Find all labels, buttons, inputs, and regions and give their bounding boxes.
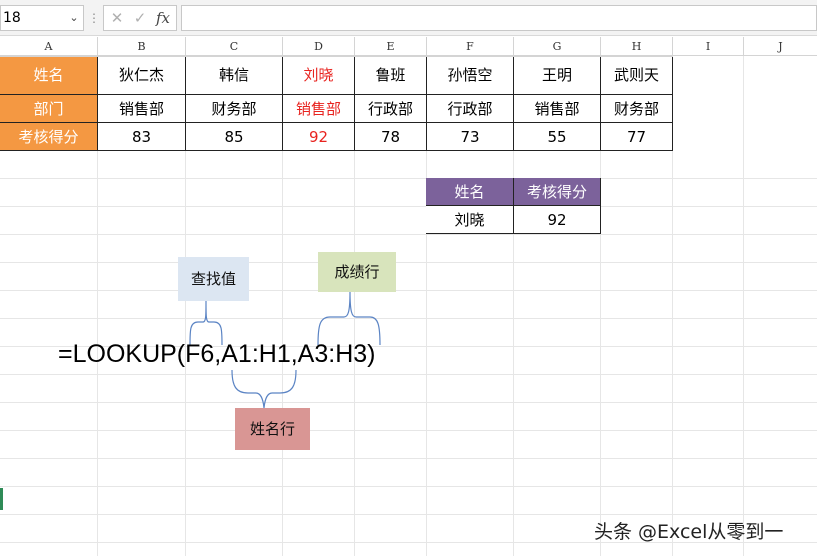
- result-value-cell[interactable]: 92: [514, 206, 601, 234]
- lookup-formula-text: =LOOKUP(F6,A1:H1,A3:H3): [58, 340, 376, 368]
- table-top-border: [0, 56, 673, 57]
- row-label-cell[interactable]: 部门: [0, 95, 98, 123]
- name-row-callout: 姓名行: [235, 408, 310, 450]
- result-value-cell[interactable]: 刘晓: [426, 206, 514, 234]
- insert-function-icon[interactable]: fx: [155, 9, 170, 27]
- column-header-j[interactable]: J: [778, 40, 783, 53]
- column-header-d[interactable]: D: [283, 37, 355, 56]
- table-cell[interactable]: 78: [355, 123, 427, 151]
- column-header-c[interactable]: C: [186, 37, 283, 56]
- result-header-cell[interactable]: 姓名: [426, 178, 514, 206]
- result-row-callout: 成绩行: [318, 252, 396, 292]
- table-cell[interactable]: 行政部: [355, 95, 427, 123]
- name-row-brace: [231, 369, 297, 409]
- more-options-icon[interactable]: ⋮: [88, 11, 100, 25]
- selection-indicator: [0, 488, 3, 510]
- lookup-value-brace: [189, 300, 223, 346]
- table-cell[interactable]: 武则天: [601, 56, 673, 95]
- row-label-cell[interactable]: 姓名: [0, 56, 98, 95]
- watermark: 头条 @Excel从零到一: [594, 521, 784, 543]
- table-cell[interactable]: 行政部: [427, 95, 514, 123]
- column-header-g[interactable]: G: [514, 37, 601, 56]
- column-header-f[interactable]: F: [427, 37, 514, 56]
- table-cell[interactable]: 销售部: [514, 95, 601, 123]
- result-row-brace: [317, 291, 381, 346]
- formula-input[interactable]: [181, 5, 817, 31]
- table-cell[interactable]: 王明: [514, 56, 601, 95]
- result-header-cell[interactable]: 考核得分: [514, 178, 601, 206]
- table-cell[interactable]: 85: [186, 123, 283, 151]
- table-cell[interactable]: 狄仁杰: [98, 56, 186, 95]
- table-cell[interactable]: 83: [98, 123, 186, 151]
- column-header-i[interactable]: I: [673, 37, 744, 56]
- column-header-e[interactable]: E: [355, 37, 427, 56]
- table-cell[interactable]: 92: [283, 123, 355, 151]
- table-cell[interactable]: 孙悟空: [427, 56, 514, 95]
- table-cell[interactable]: 财务部: [186, 95, 283, 123]
- column-header-h[interactable]: H: [601, 37, 673, 56]
- table-cell[interactable]: 73: [427, 123, 514, 151]
- column-header-row: A B C D E F G H I J: [0, 37, 817, 56]
- table-cell[interactable]: 销售部: [98, 95, 186, 123]
- cancel-icon[interactable]: ✕: [110, 9, 124, 27]
- formula-buttons: ✕ ✓ fx: [103, 5, 177, 31]
- column-header-b[interactable]: B: [98, 37, 186, 56]
- table-cell[interactable]: 55: [514, 123, 601, 151]
- table-cell[interactable]: 77: [601, 123, 673, 151]
- table-cell[interactable]: 销售部: [283, 95, 355, 123]
- chevron-down-icon[interactable]: ⌄: [69, 11, 79, 24]
- row-label-cell[interactable]: 考核得分: [0, 123, 98, 151]
- name-box[interactable]: 18: [0, 5, 84, 31]
- column-header-a[interactable]: A: [0, 37, 98, 56]
- confirm-icon[interactable]: ✓: [133, 9, 147, 27]
- table-cell[interactable]: 韩信: [186, 56, 283, 95]
- lookup-value-callout: 查找值: [178, 257, 249, 301]
- table-cell[interactable]: 财务部: [601, 95, 673, 123]
- table-cell[interactable]: 鲁班: [355, 56, 427, 95]
- table-cell[interactable]: 刘晓: [283, 56, 355, 95]
